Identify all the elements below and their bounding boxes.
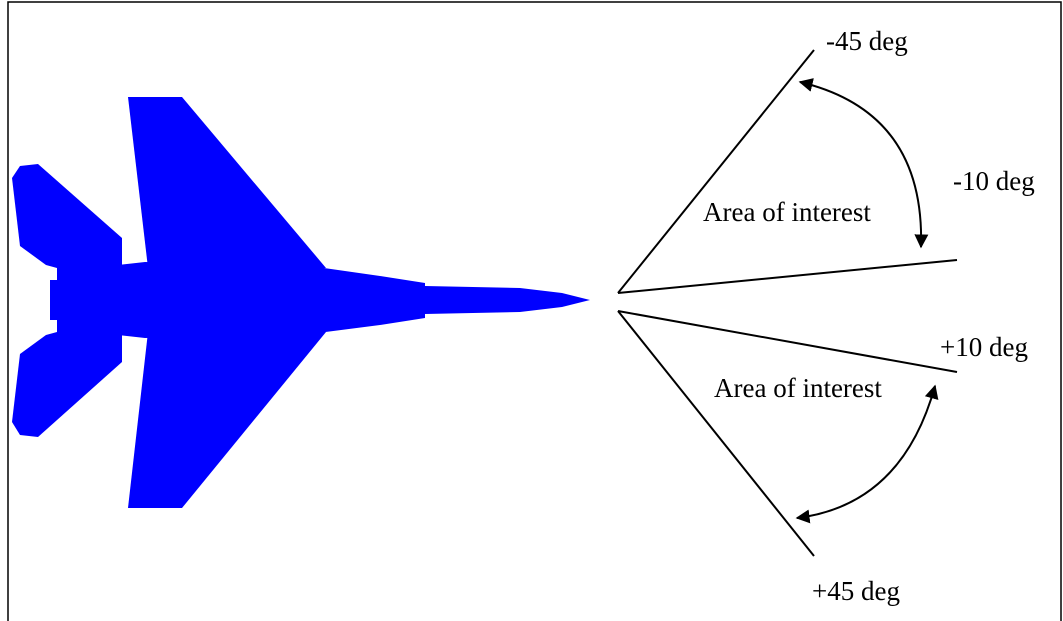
- label-plus-45-deg: +45 deg: [812, 576, 900, 606]
- label-minus-45-deg: -45 deg: [826, 26, 908, 56]
- label-minus-10-deg: -10 deg: [953, 166, 1035, 196]
- lower-arc-arrow: [797, 386, 935, 518]
- sector-lines: [618, 50, 957, 556]
- label-lower-area-of-interest: Area of interest: [714, 373, 882, 403]
- label-upper-area-of-interest: Area of interest: [703, 197, 871, 227]
- line-minus-45: [618, 50, 814, 293]
- label-plus-10-deg: +10 deg: [940, 332, 1028, 362]
- line-plus-45: [618, 311, 814, 556]
- aircraft-silhouette: [12, 97, 590, 508]
- line-minus-10: [618, 260, 957, 293]
- line-plus-10: [618, 311, 957, 372]
